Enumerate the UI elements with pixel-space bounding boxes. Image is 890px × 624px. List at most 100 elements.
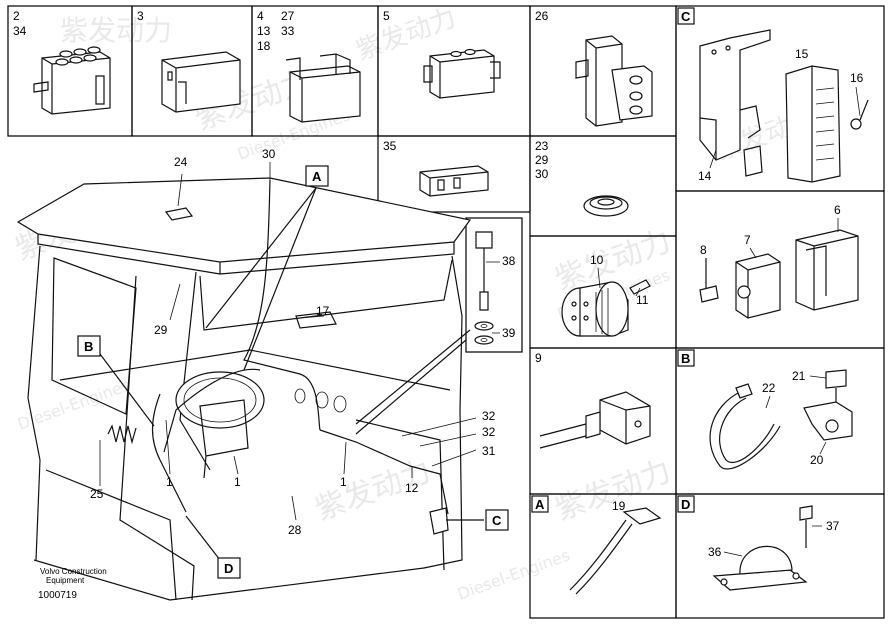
caption-line1: Volvo Construction [40,567,107,576]
section-letter-a: A [535,497,545,512]
panel-connector-3: 3 [131,5,253,137]
section-letter-d: D [681,497,690,512]
screw-icon [850,99,869,130]
label-29: 29 [535,153,549,167]
caption-figure-no: 1000719 [38,590,77,601]
label-34: 34 [13,24,27,38]
callout-letter-d: D [224,561,233,576]
panel-connector-2-34: 2 34 [7,5,133,137]
watermark-en: Diesel-Engines [455,545,573,603]
section-letter-b: B [681,351,690,366]
label-35: 35 [383,139,397,153]
panel-section-c: C 15 16 14 [675,5,885,192]
label-36: 36 [708,545,722,559]
label-25: 25 [90,487,104,501]
label-13: 13 [257,24,271,38]
plug-9-icon [539,391,651,449]
cab-labels: 24 30 17 29 32 32 31 12 25 1 1 1 28 [90,147,496,537]
label-20: 20 [810,453,824,467]
callout-d: D [217,557,241,579]
label-31: 31 [482,444,496,458]
clamp-20-icon [803,401,853,441]
grommet-icon [583,195,629,217]
fuse-box-icon [785,65,841,183]
figure-caption: Volvo Construction Equipment 1000719 [38,567,107,601]
label-39: 39 [502,326,516,340]
dome-36-icon [712,545,808,591]
callout-letter-b: B [84,339,93,354]
label-21: 21 [792,369,806,383]
panel-section-b: B 21 22 20 [675,347,885,495]
label-5: 5 [383,9,390,23]
screw-37-icon [799,505,813,548]
watermark-cn: 紫发动力 [60,14,172,47]
connector-35-icon [419,165,489,197]
label-28: 28 [288,523,302,537]
label-9: 9 [535,351,542,365]
callout-b: B [77,335,101,357]
label-33: 33 [281,24,295,38]
cab-drawing [16,177,472,601]
panel-connector-10-11: 10 11 [529,235,677,349]
label-3: 3 [137,9,144,23]
tie-19-icon [569,507,662,595]
relay-bracket-icon [699,29,771,177]
label-12: 12 [405,481,419,495]
label-30-cab: 30 [262,147,276,161]
label-38: 38 [502,254,516,268]
label-27: 27 [281,9,295,23]
label-1c: 1 [340,475,347,489]
callout-a: A [305,165,329,187]
panel-inset-38-39: 38 39 [465,217,523,353]
label-14: 14 [698,169,712,183]
label-24: 24 [174,155,188,169]
bolt-21-icon [825,369,847,410]
connector-2-icon [33,46,111,115]
section-letter-c: C [681,9,691,24]
leader-lines [99,162,484,561]
label-29-cab: 29 [154,323,168,337]
panel-grommet-23-29-30: 23 29 30 [529,135,677,237]
cable-tie-icon [709,383,781,470]
panel-connector-9: 9 [529,347,677,495]
label-4: 4 [257,9,264,23]
round-connector-icon [561,279,651,337]
connector-4-icon [285,53,361,123]
label-23: 23 [535,139,549,153]
panel-connector-26: 26 [529,5,677,137]
panel-connector-6-7-8: 6 7 8 [675,190,885,349]
label-30: 30 [535,167,549,181]
panel-section-a: A 19 [529,493,677,619]
callout-letter-c: C [492,513,502,528]
panel-connector-4-13-18: 4 13 18 27 33 [251,5,379,137]
label-37: 37 [826,519,840,533]
connector-7-icon [735,253,781,319]
callout-letter-a: A [312,169,322,184]
connector-26-icon [575,35,653,127]
caption-line2: Equipment [46,576,85,585]
label-18: 18 [257,39,271,53]
label-1b: 1 [234,475,241,489]
label-7: 7 [744,233,751,247]
label-16: 16 [850,71,864,85]
panel-connector-5: 5 [377,5,531,137]
panel-section-d: D 36 37 [675,493,885,619]
label-32a: 32 [482,409,496,423]
label-19: 19 [612,499,626,513]
label-2: 2 [13,9,20,23]
label-17: 17 [316,304,330,318]
label-1a: 1 [166,475,173,489]
connector-5-icon [423,48,501,99]
label-8: 8 [700,243,707,257]
connector-6-icon [795,229,859,311]
label-22: 22 [762,381,776,395]
panel-connector-35: 35 [377,135,531,213]
label-11: 11 [636,293,649,307]
pin-8-icon [699,258,719,303]
watermark-en: Diesel-Engines [15,375,133,433]
label-6: 6 [834,203,841,217]
label-32b: 32 [482,425,496,439]
callout-c: C [485,509,509,531]
connector-3-icon [161,51,241,113]
